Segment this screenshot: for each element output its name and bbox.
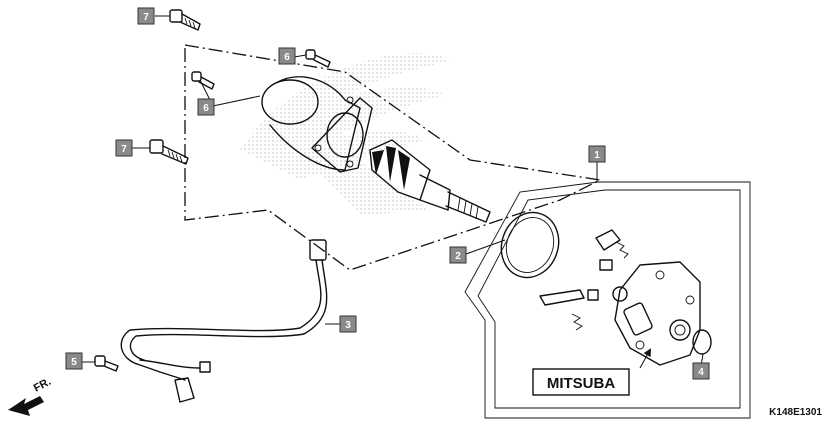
callout-3: 3 [339,315,357,333]
callout-1: 1 [588,145,606,163]
bolt-6-upper [305,49,331,68]
o-ring-2 [500,211,560,279]
starter-motor-yoke [261,76,373,173]
callout-6-lower: 6 [197,98,215,116]
callout-4: 4 [692,362,710,380]
bolt-7-top [169,9,201,31]
brand-label: MITSUBA [547,375,615,392]
brush-lever [539,286,628,331]
svg-text:4: 4 [698,367,704,378]
svg-text:2: 2 [455,251,461,262]
figure-code: K148E1301 [769,407,822,418]
o-ring-4 [692,329,712,355]
svg-text:1: 1 [594,150,600,161]
assembly-outline-motor [184,44,603,271]
bolt-6-left [191,71,215,90]
leader-lines [82,15,704,373]
front-label: FR. [32,376,53,395]
rear-cover [614,261,701,366]
svg-text:7: 7 [143,12,149,23]
svg-text:6: 6 [203,103,209,114]
svg-text:5: 5 [71,357,77,368]
callout-7-lower: 7 [115,139,133,157]
svg-text:7: 7 [121,144,127,155]
svg-text:6: 6 [284,52,290,63]
svg-text:3: 3 [345,320,351,331]
callout-6-upper: 6 [278,47,296,65]
bolt-5 [94,355,119,372]
callout-5: 5 [65,352,83,370]
starter-cable [120,239,328,403]
bolt-7-middle [149,139,189,165]
callout-2: 2 [449,246,467,264]
armature [369,139,491,223]
brush-holder [595,229,629,271]
brand-label-box: MITSUBA [532,368,630,396]
front-direction-arrow: FR. [8,376,53,416]
callout-7-upper: 7 [137,7,155,25]
honda-wing-watermark [240,52,450,215]
